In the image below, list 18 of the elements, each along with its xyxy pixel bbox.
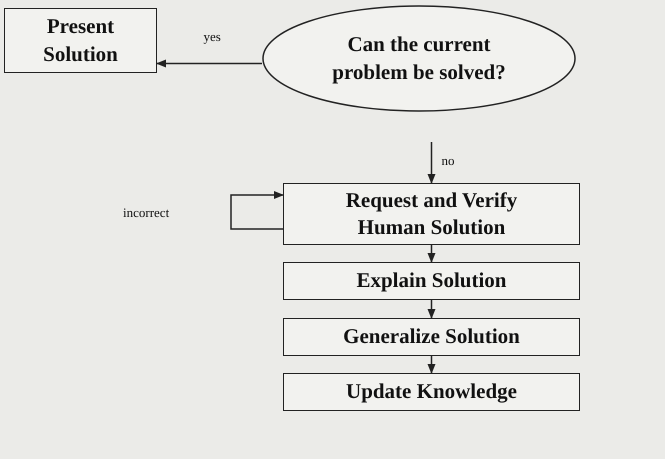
process-box	[283, 262, 580, 300]
process-box	[283, 183, 580, 245]
process-box	[283, 318, 580, 356]
arrow	[156, 60, 262, 68]
process-box	[4, 8, 157, 73]
node-text: Explain Solution	[356, 267, 506, 294]
node-text: Request and Verify Human Solution	[344, 186, 518, 241]
arrow	[428, 245, 436, 263]
node-text: Update Knowledge	[346, 378, 517, 406]
decision-ellipse	[262, 5, 576, 112]
node-text: Generalize Solution	[343, 323, 520, 350]
arrow	[230, 191, 284, 230]
process-box	[283, 373, 580, 411]
arrow	[428, 142, 436, 184]
arrow	[428, 356, 436, 374]
node-text: Can the current problem be solved?	[331, 31, 507, 86]
arrow	[428, 300, 436, 319]
node-text: Present Solution	[42, 13, 119, 68]
